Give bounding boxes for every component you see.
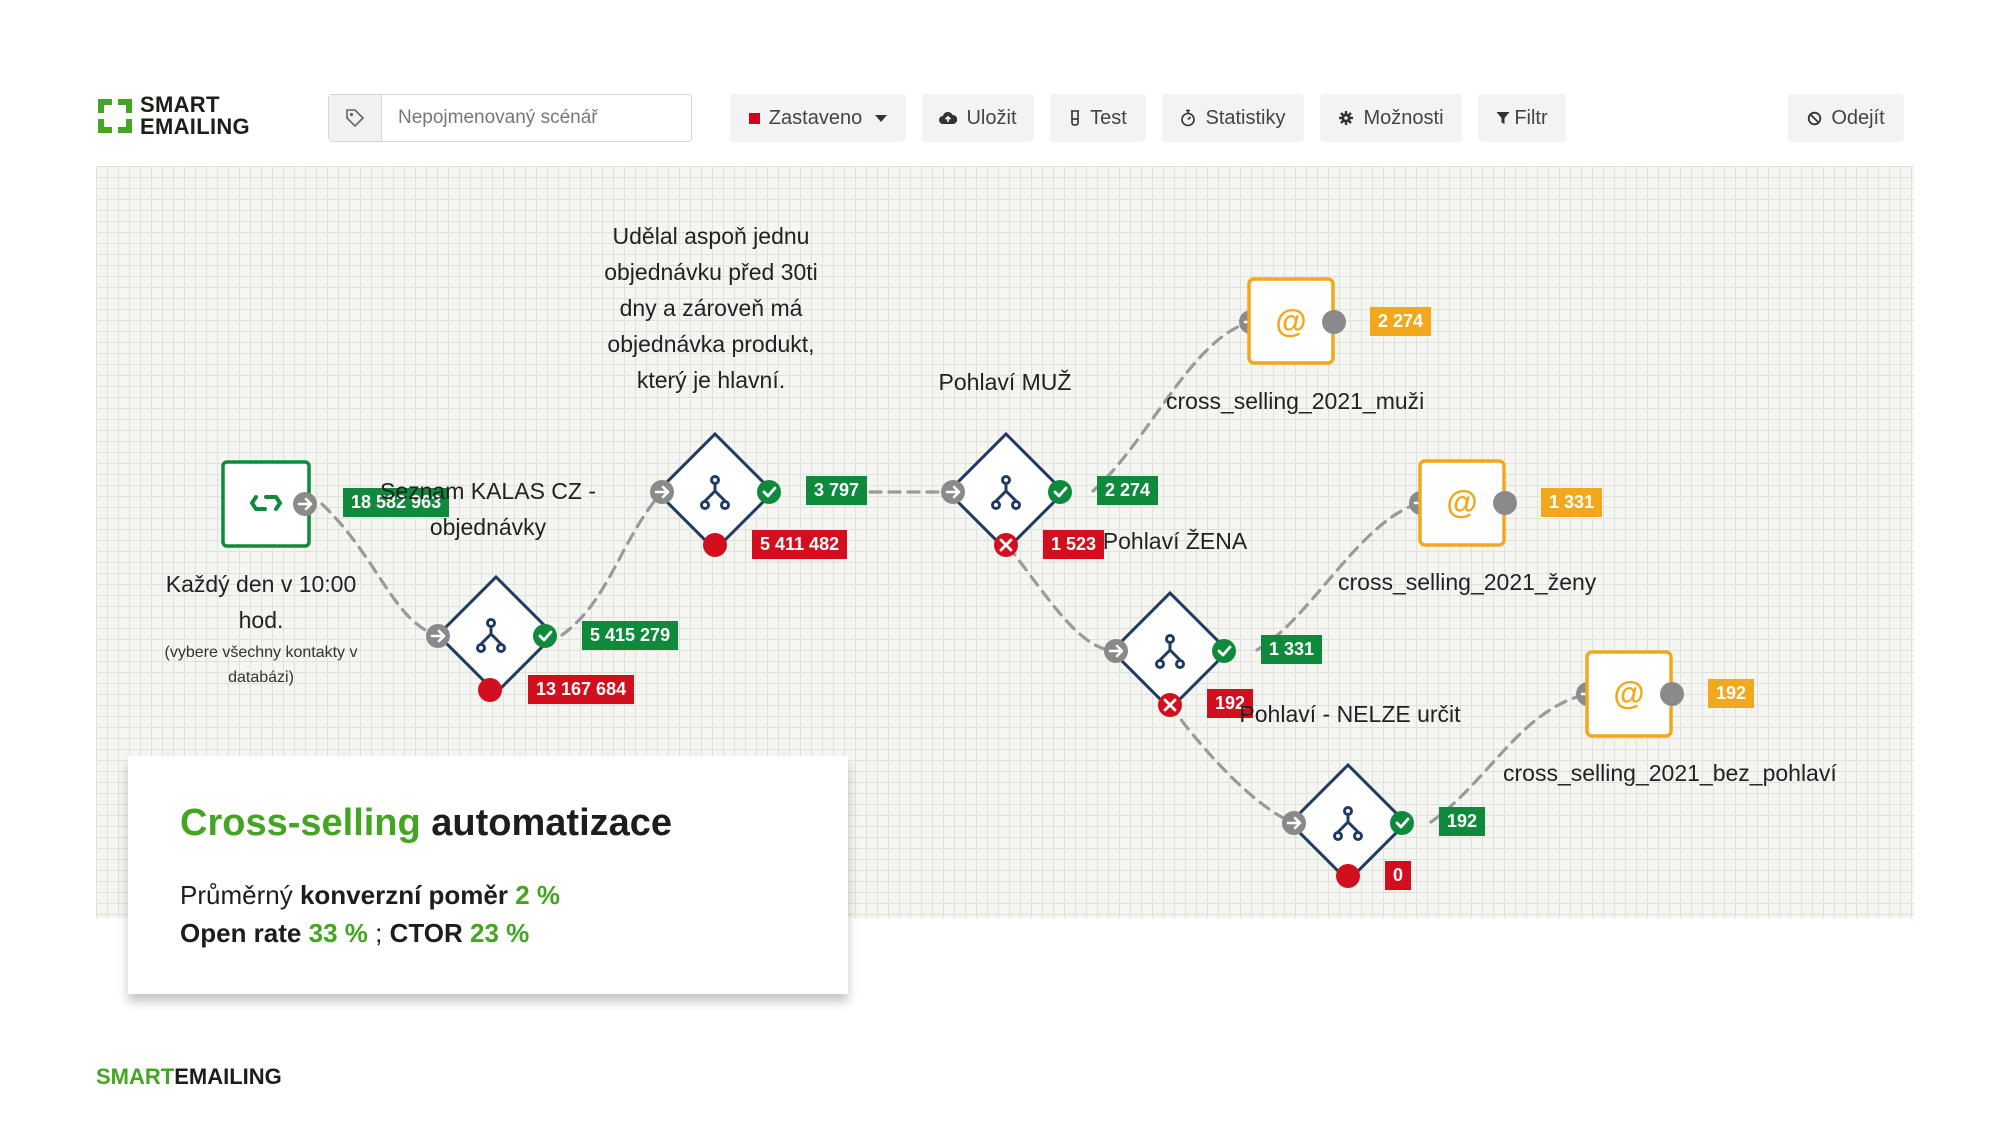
order-no-badge: 5 411 482 — [752, 530, 848, 559]
conversion-value: 2 % — [515, 880, 561, 910]
email1-count-badge: 2 274 — [1370, 307, 1432, 336]
email1-label[interactable]: cross_selling_2021_muži — [1166, 388, 1425, 414]
logo-line1: SMART — [140, 92, 220, 117]
exit-button[interactable]: Odejít — [1788, 94, 1904, 142]
email3-count-badge: 192 — [1708, 679, 1755, 708]
output-port-icon[interactable] — [1322, 310, 1684, 706]
svg-text:@: @ — [1613, 675, 1644, 711]
status-dropdown[interactable]: Zastaveno — [730, 94, 906, 142]
smartemailing-logo: SMART EMAILING — [96, 92, 266, 142]
male-condition-label: Pohlaví MUŽ — [938, 369, 1072, 395]
email2-count-badge: 1 331 — [1541, 488, 1603, 517]
no-port-icon[interactable] — [478, 533, 1360, 888]
power-off-icon — [1807, 111, 1822, 126]
stopwatch-icon — [1180, 109, 1196, 127]
connector-unknown-email3 — [1429, 692, 1589, 824]
email2-label[interactable]: cross_selling_2021_ženy — [1338, 569, 1597, 595]
connector-male-email1 — [1091, 320, 1252, 493]
order-condition-label: Udělal aspoň jednu objednávku před 30ti … — [604, 223, 818, 393]
gear-icon — [1338, 110, 1354, 126]
connector-female-unknown — [1168, 703, 1296, 825]
filter-icon — [1496, 111, 1510, 125]
at-sign-icon: @ @ @ — [1275, 303, 1644, 711]
split-icon — [476, 475, 1363, 841]
svg-text:@: @ — [1275, 303, 1306, 339]
chevron-down-icon — [875, 114, 888, 122]
scenario-name-field[interactable] — [328, 94, 692, 142]
unknown-condition-label: Pohlaví - NELZE určit — [1239, 701, 1461, 727]
footer-brand-smart: SMART — [96, 1064, 175, 1089]
stop-icon — [748, 112, 760, 124]
trigger-note: (vybere všechny kontakty v databázi) — [164, 644, 358, 686]
statistics-button[interactable]: Statistiky — [1162, 94, 1304, 142]
open-rate-value: 33 % — [308, 918, 368, 948]
trigger-count-badge: 18 582 963 — [343, 488, 450, 517]
flask-icon — [1069, 110, 1081, 126]
trigger-label: Každý den v 10:00 hod. — [165, 571, 357, 633]
status-label: Zastaveno — [768, 106, 863, 129]
logo-line2: EMAILING — [140, 114, 250, 139]
ctor-value: 23 % — [470, 918, 530, 948]
test-label: Test — [1090, 106, 1127, 129]
filter-button[interactable]: Filtr — [1478, 94, 1566, 142]
yes-port-icon[interactable] — [533, 480, 1414, 835]
tag-icon[interactable] — [329, 95, 382, 141]
connector-male-female — [1006, 544, 1118, 653]
exit-label: Odejít — [1831, 106, 1885, 129]
footer-brand-emailing: EMAILING — [174, 1064, 282, 1089]
cloud-upload-icon — [939, 111, 958, 125]
male-no-badge: 1 523 — [1043, 530, 1105, 559]
female-condition-label: Pohlaví ŽENA — [1102, 528, 1248, 554]
conversion-label: konverzní poměr — [299, 880, 508, 910]
order-yes-badge: 3 797 — [806, 476, 868, 505]
options-button[interactable]: Možnosti — [1320, 94, 1462, 142]
filter-label: Filtr — [1514, 106, 1548, 129]
options-label: Možnosti — [1363, 106, 1444, 129]
scenario-name-input[interactable] — [382, 95, 691, 141]
rates-line: Open rate 33 % ; CTOR 23 % — [180, 918, 529, 949]
list-yes-badge: 5 415 279 — [582, 621, 679, 650]
male-yes-badge: 2 274 — [1097, 476, 1159, 505]
summary-card: Cross-selling automatizace Průměrný konv… — [128, 756, 848, 994]
conversion-line: Průměrný konverzní poměr 2 % — [180, 880, 560, 911]
footer-brand: SMARTEMAILING — [96, 1064, 282, 1090]
statistics-label: Statistiky — [1205, 106, 1286, 129]
connector-trigger-list — [320, 502, 440, 638]
card-title-green: Cross-selling — [180, 802, 421, 844]
checkmark-icon — [538, 486, 1410, 829]
card-title: Cross-selling automatizace — [180, 802, 672, 845]
list-no-badge: 13 167 684 — [528, 675, 635, 704]
sync-icon — [249, 495, 283, 511]
x-icon — [999, 538, 1177, 712]
card-title-rest: automatizace — [431, 802, 673, 844]
email3-label[interactable]: cross_selling_2021_bez_pohlaví — [1503, 760, 1837, 786]
female-no-badge: 192 — [1207, 689, 1254, 718]
ctor-label: CTOR — [389, 918, 463, 948]
list-condition-label: Seznam KALAS CZ - objednávky — [379, 478, 597, 540]
test-button[interactable]: Test — [1050, 94, 1146, 142]
conversion-prefix: Průměrný — [180, 880, 293, 910]
save-button[interactable]: Uložit — [922, 94, 1034, 142]
unknown-no-badge: 0 — [1385, 861, 1412, 890]
unknown-yes-badge: 192 — [1439, 807, 1486, 836]
rates-separator: ; — [375, 918, 383, 948]
logo-mark-icon — [98, 99, 132, 133]
open-rate-label: Open rate — [180, 918, 302, 948]
list-condition-node[interactable] — [435, 574, 557, 696]
female-yes-badge: 1 331 — [1261, 635, 1323, 664]
save-label: Uložit — [966, 106, 1017, 129]
connector-list-order — [560, 490, 664, 637]
svg-text:@: @ — [1446, 484, 1477, 520]
